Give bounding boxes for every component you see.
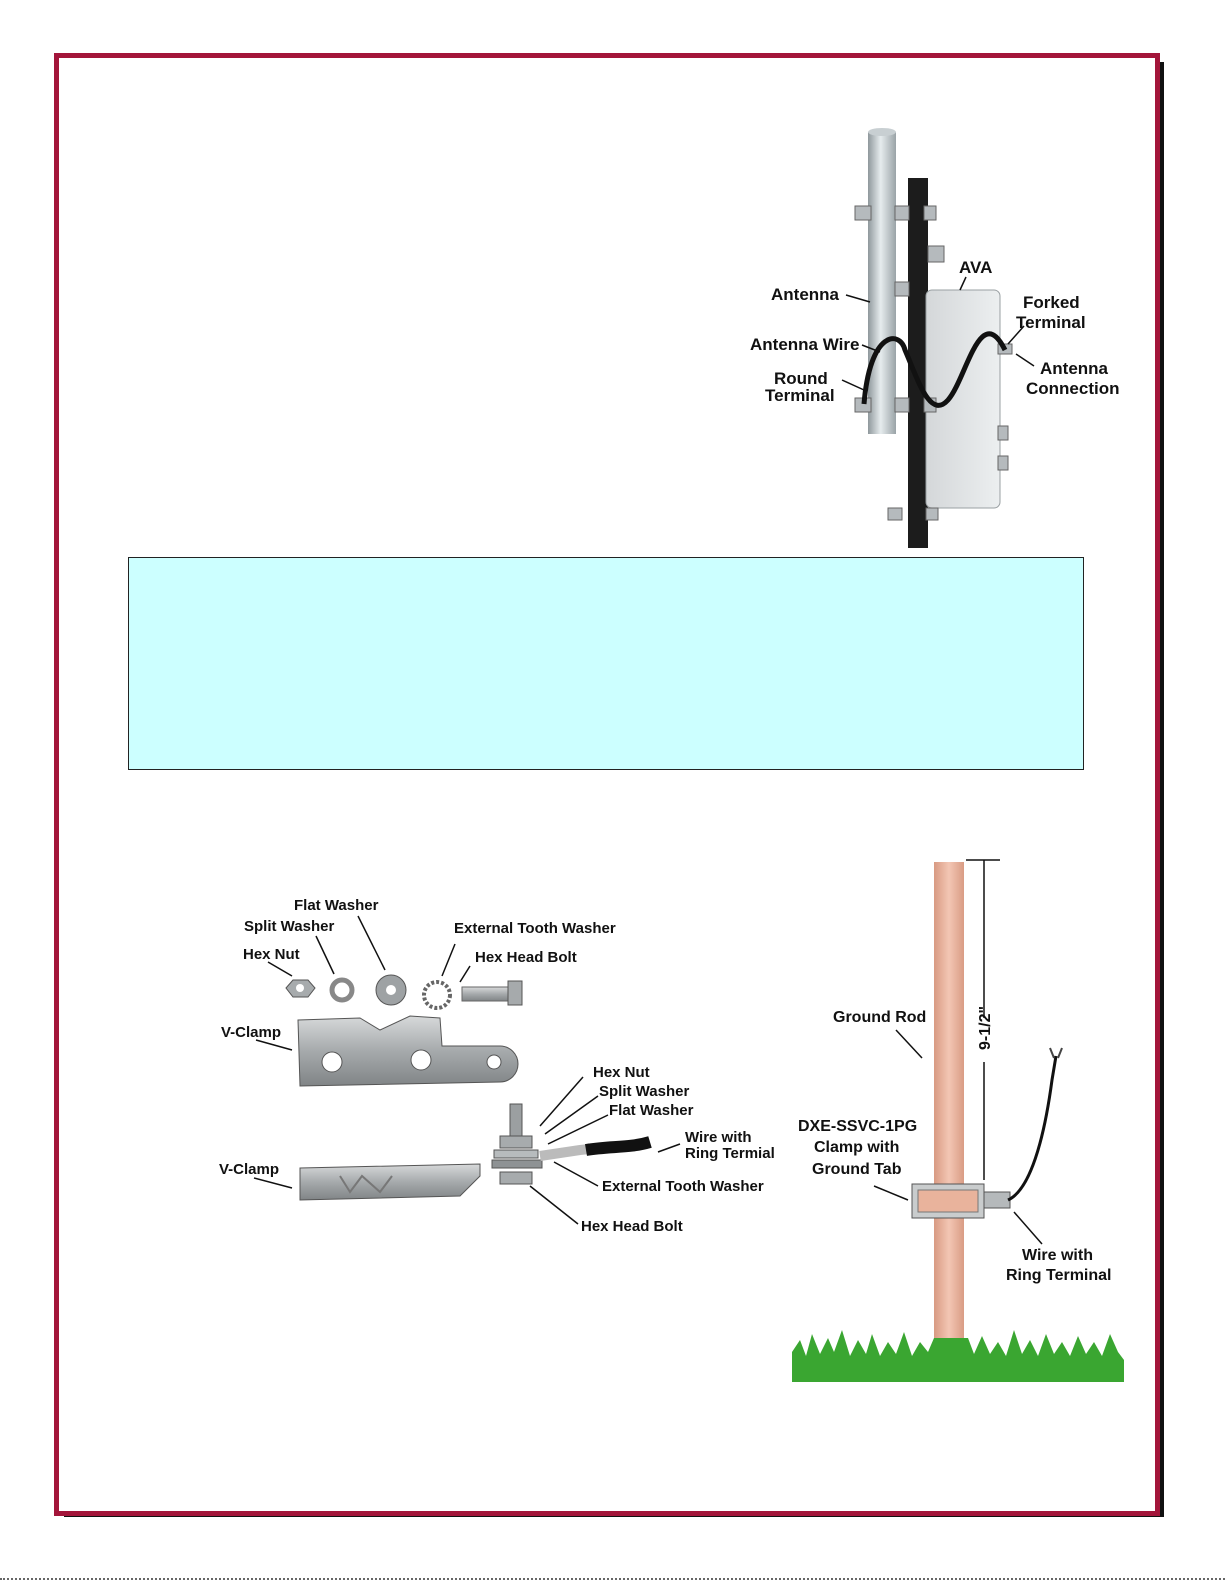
info-box: [128, 557, 1084, 770]
ground-rod-illustration: [792, 859, 1124, 1382]
label-external-tooth-washer: External Tooth Washer: [454, 920, 616, 937]
label-ava: AVA: [959, 258, 992, 277]
label-hex-nut-2: Hex Nut: [593, 1064, 650, 1081]
label-ground-rod: Ground Rod: [833, 1009, 926, 1026]
label-clamp-2: Clamp with: [814, 1139, 899, 1156]
label-dimension: 9-1/2": [977, 1006, 994, 1050]
label-clamp-1: DXE-SSVC-1PG: [798, 1118, 917, 1135]
label-hex-head-bolt: Hex Head Bolt: [475, 949, 577, 966]
label-split-washer-2: Split Washer: [599, 1083, 689, 1100]
label-antenna-connection-2: Connection: [1026, 379, 1120, 398]
ava-antenna-photo: [854, 128, 1013, 548]
label-flat-washer: Flat Washer: [294, 897, 379, 914]
ava-callouts: [841, 276, 1035, 391]
label-external-tooth-washer-2: External Tooth Washer: [602, 1178, 764, 1195]
label-v-clamp-bottom: V-Clamp: [219, 1161, 279, 1178]
label-hex-head-bolt-2: Hex Head Bolt: [581, 1218, 683, 1235]
clamp-hardware-photo: [285, 974, 652, 1201]
label-round-terminal-1: Round: [774, 369, 828, 388]
clamp-callouts: [253, 915, 681, 1225]
label-round-terminal-2: Terminal: [765, 386, 835, 405]
label-split-washer: Split Washer: [244, 918, 334, 935]
label-wire-1: Wire with: [1022, 1247, 1093, 1264]
label-wire-ring-1: Wire with: [685, 1129, 752, 1146]
label-flat-washer-2: Flat Washer: [609, 1102, 694, 1119]
label-antenna-connection-1: Antenna: [1040, 359, 1109, 378]
label-forked-terminal-2: Terminal: [1016, 313, 1086, 332]
bottom-dotted-rule: [0, 1578, 1225, 1580]
rod-callouts: [873, 1029, 1043, 1245]
label-clamp-3: Ground Tab: [812, 1161, 902, 1178]
label-forked-terminal-1: Forked: [1023, 293, 1080, 312]
label-wire-ring-2: Ring Termial: [685, 1145, 775, 1162]
label-v-clamp-top: V-Clamp: [221, 1024, 281, 1041]
label-hex-nut: Hex Nut: [243, 946, 300, 963]
label-antenna-wire: Antenna Wire: [750, 335, 859, 354]
label-antenna: Antenna: [771, 285, 840, 304]
label-wire-2: Ring Terminal: [1006, 1267, 1112, 1284]
